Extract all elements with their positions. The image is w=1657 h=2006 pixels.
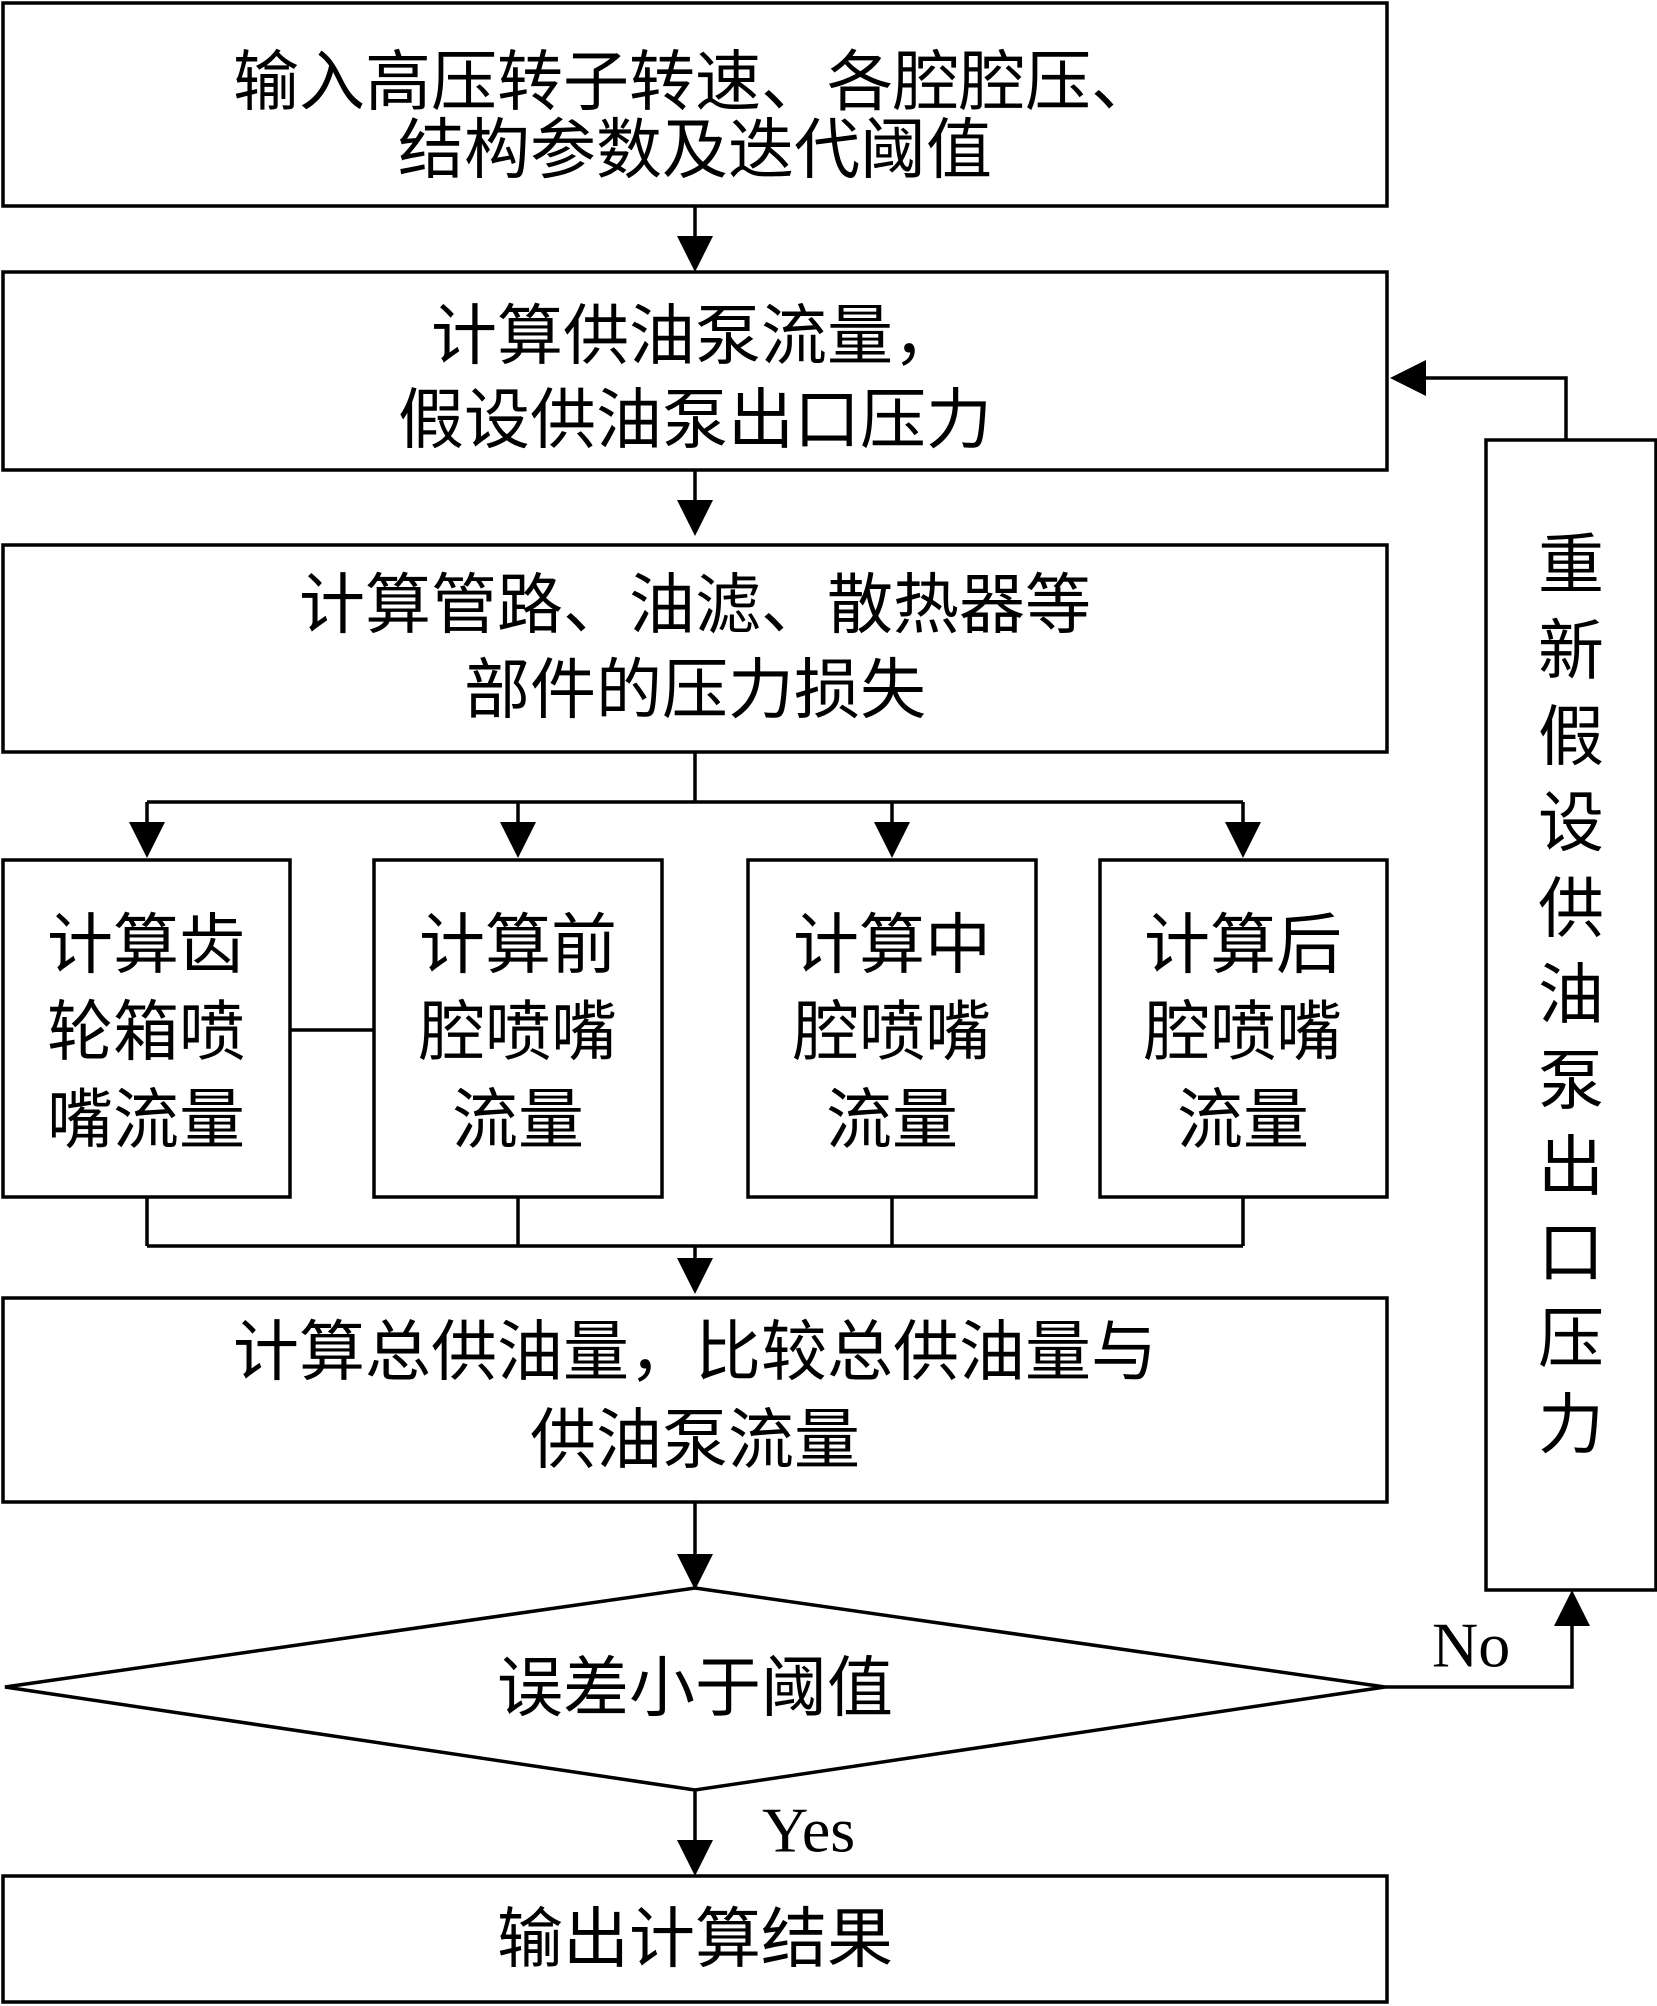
nozzle-box-4-line-1: 计算后 <box>1144 907 1342 984</box>
reassume-char: 重 <box>1538 527 1604 604</box>
decision-diamond: 误差小于阈值 <box>4 1586 1386 1792</box>
arrowhead-to-reassume <box>1554 1590 1590 1626</box>
reassume-char: 压 <box>1538 1301 1604 1378</box>
connector-no-loop <box>1385 1620 1574 1689</box>
arrowhead-to-pump <box>677 236 713 272</box>
input-box: 输入高压转子转速、各腔腔压、 结构参数及迭代阈值 <box>1 1 1389 208</box>
nozzle-box-front-chamber: 计算前 腔喷嘴 流量 <box>372 858 664 1199</box>
pump-box: 计算供油泵流量， 假设供油泵出口压力 <box>1 270 1389 472</box>
output-box-text: 输出计算结果 <box>497 1901 893 1978</box>
reassume-char: 口 <box>1538 1215 1604 1292</box>
arrowhead-to-nozzle-1 <box>129 822 165 858</box>
total-supply-box: 计算总供油量，比较总供油量与 供油泵流量 <box>1 1296 1389 1504</box>
nozzle-box-1-line-2: 轮箱喷 <box>47 994 245 1071</box>
connector-reassume-to-pump <box>1420 376 1568 440</box>
reassume-char: 设 <box>1538 785 1604 862</box>
loss-box-line-2: 部件的压力损失 <box>464 652 926 729</box>
pump-box-line-1: 计算供油泵流量， <box>431 298 959 375</box>
reassume-char: 假 <box>1538 699 1604 776</box>
nozzle-box-2-line-2: 腔喷嘴 <box>419 994 617 1071</box>
yes-label: Yes <box>762 1795 855 1866</box>
arrowhead-to-pump-side <box>1390 360 1426 396</box>
total-box-line-2: 供油泵流量 <box>530 1402 860 1479</box>
nozzle-box-3-line-2: 腔喷嘴 <box>793 994 991 1071</box>
reassume-char: 油 <box>1538 957 1604 1034</box>
arrowhead-to-total <box>677 1258 713 1294</box>
nozzle-box-3-line-3: 流量 <box>826 1082 958 1159</box>
reassume-char: 新 <box>1538 613 1604 690</box>
nozzle-box-2-line-1: 计算前 <box>419 907 617 984</box>
nozzle-box-2-line-3: 流量 <box>452 1082 584 1159</box>
connectors <box>145 206 1574 1846</box>
decision-text: 误差小于阈值 <box>497 1650 893 1727</box>
arrowhead-to-nozzle-2 <box>500 822 536 858</box>
nozzle-box-middle-chamber: 计算中 腔喷嘴 流量 <box>746 858 1038 1199</box>
total-box-line-1: 计算总供油量，比较总供油量与 <box>233 1314 1157 1391</box>
input-box-line-2: 结构参数及迭代阈值 <box>398 112 992 189</box>
reassume-char: 泵 <box>1538 1043 1604 1120</box>
arrowhead-to-loss <box>677 500 713 536</box>
reassume-char: 力 <box>1538 1387 1604 1464</box>
output-box: 输出计算结果 <box>1 1874 1389 2004</box>
nozzle-box-4-line-3: 流量 <box>1177 1082 1309 1159</box>
arrowhead-to-nozzle-4 <box>1225 822 1261 858</box>
no-label: No <box>1432 1610 1510 1681</box>
nozzle-box-4-line-2: 腔喷嘴 <box>1144 994 1342 1071</box>
nozzle-box-1-line-1: 计算齿 <box>47 907 245 984</box>
reassume-char: 供 <box>1538 871 1604 948</box>
reassume-char: 出 <box>1538 1129 1604 1206</box>
arrowheads <box>129 236 1590 1876</box>
arrowhead-to-nozzle-3 <box>874 822 910 858</box>
loss-box-line-1: 计算管路、油滤、散热器等 <box>299 567 1091 644</box>
pressure-loss-box: 计算管路、油滤、散热器等 部件的压力损失 <box>1 543 1389 754</box>
input-box-line-1: 输入高压转子转速、各腔腔压、 <box>233 44 1157 121</box>
nozzle-box-rear-chamber: 计算后 腔喷嘴 流量 <box>1098 858 1389 1199</box>
pump-box-line-2: 假设供油泵出口压力 <box>398 382 992 459</box>
nozzle-box-1-line-3: 嘴流量 <box>47 1082 245 1159</box>
nozzle-box-3-line-1: 计算中 <box>793 907 991 984</box>
nozzle-box-gearbox: 计算齿 轮箱喷 嘴流量 <box>1 858 292 1199</box>
arrowhead-to-decision <box>677 1554 713 1590</box>
arrowhead-to-output <box>677 1840 713 1876</box>
